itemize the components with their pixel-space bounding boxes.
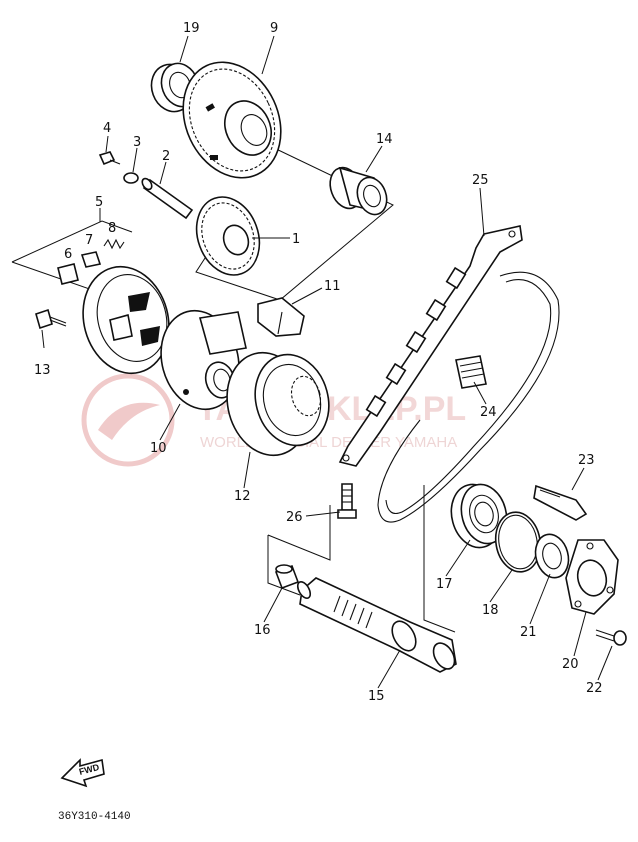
callout-17: 17 xyxy=(436,577,453,592)
part-6-roller xyxy=(57,263,79,285)
callouts: 19 9 4 3 2 14 5 7 8 6 1 11 13 10 12 25 2… xyxy=(34,21,603,704)
watermark-logo-swoosh xyxy=(98,402,160,440)
part-1-idle-gear xyxy=(195,196,261,276)
callout-20: 20 xyxy=(562,657,579,672)
callout-13: 13 xyxy=(34,363,51,378)
part-22-screw xyxy=(595,629,627,646)
drive-chain xyxy=(377,271,560,523)
callout-11: 11 xyxy=(324,279,341,294)
part-26-bolt xyxy=(337,483,357,519)
callout-4: 4 xyxy=(103,121,111,136)
callout-23: 23 xyxy=(578,453,595,468)
part-21-oil-seal xyxy=(534,533,570,579)
part-14-collar xyxy=(329,166,388,216)
part-9-starter-wheel-gear xyxy=(182,61,282,179)
callout-18: 18 xyxy=(482,603,499,618)
part-8-spring xyxy=(103,238,125,250)
callout-7: 7 xyxy=(85,233,93,248)
part-4-screw xyxy=(98,151,121,166)
callout-19: 19 xyxy=(183,21,200,36)
callout-3: 3 xyxy=(133,135,141,150)
part-24-tensioner-pad xyxy=(455,355,487,389)
part-25-chain-guide xyxy=(338,225,523,467)
part-23-pin xyxy=(533,484,588,521)
part-13-bolt xyxy=(35,308,67,330)
callout-25: 25 xyxy=(472,173,489,188)
part-2-shaft xyxy=(141,177,194,220)
callout-2: 2 xyxy=(162,149,170,164)
part-11-damper xyxy=(257,297,305,337)
part-12-cam-drum xyxy=(226,351,330,457)
watermark-sub-text: WORLD OFFICIAL DEALER YAMAHA xyxy=(200,434,457,451)
callout-1: 1 xyxy=(292,232,300,247)
part-20-bearing-cover xyxy=(565,539,619,615)
callout-26: 26 xyxy=(286,510,303,525)
part-10-starter-clutch xyxy=(160,309,247,411)
callout-14: 14 xyxy=(376,132,393,147)
callout-16: 16 xyxy=(254,623,271,638)
callout-5: 5 xyxy=(95,195,103,210)
part-17-bearing xyxy=(450,483,508,549)
part-16-collar xyxy=(274,564,300,590)
part-starter-clutch-housing xyxy=(82,265,170,375)
leader-lines xyxy=(41,35,613,689)
group-box-clutch-parts xyxy=(11,220,133,263)
callout-22: 22 xyxy=(586,681,603,696)
part-3-plate xyxy=(123,172,139,184)
part-15-starter-shaft xyxy=(296,577,457,673)
callout-9: 9 xyxy=(270,21,278,36)
part-7-plunger xyxy=(80,251,102,268)
watermark-logo-ring xyxy=(81,373,175,467)
callout-10: 10 xyxy=(150,441,167,456)
callout-15: 15 xyxy=(368,689,385,704)
callout-21: 21 xyxy=(520,625,537,640)
group-box-bearing xyxy=(423,485,456,633)
fwd-arrow-icon: FWD xyxy=(60,758,105,788)
diagram-code-label: 36Y310-4140 xyxy=(58,811,131,823)
group-box-shaft xyxy=(267,535,301,596)
callout-24: 24 xyxy=(480,405,497,420)
callout-12: 12 xyxy=(234,489,251,504)
group-box-shaft-b xyxy=(267,505,331,561)
callout-8: 8 xyxy=(108,221,116,236)
callout-6: 6 xyxy=(64,247,72,262)
